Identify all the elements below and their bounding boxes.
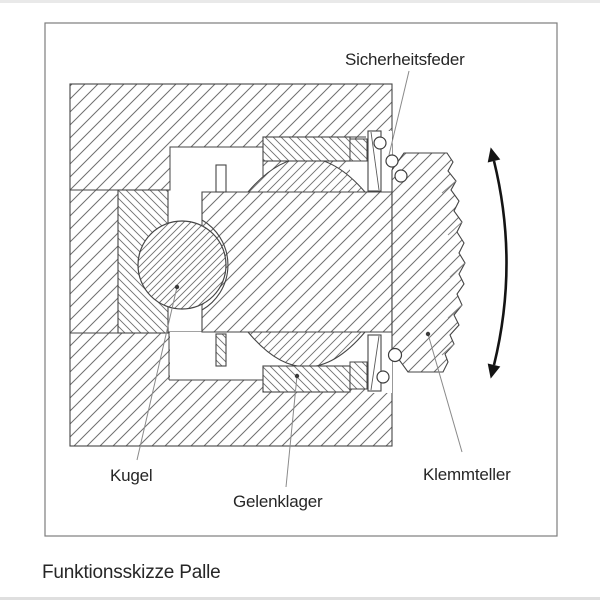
label-sicherheitsfeder: Sicherheitsfeder <box>345 50 465 69</box>
shaft-section <box>201 191 393 333</box>
lower-lock-pin <box>215 333 227 367</box>
arrowhead-up-icon <box>487 147 501 163</box>
lower-bearing-outer-ring <box>262 365 351 393</box>
label-kugel: Kugel <box>110 466 152 485</box>
rotation-arrow-icon <box>487 147 508 379</box>
arrowhead-down-icon <box>487 363 501 379</box>
leader-lines <box>136 70 463 488</box>
leader-spring <box>388 70 410 156</box>
label-klemmteller: Klemmteller <box>423 465 511 484</box>
upper-lock-pin <box>215 164 227 193</box>
upper-bearing-spacer <box>349 138 368 162</box>
ball <box>137 220 227 310</box>
figure-caption: Funktionsskizze Palle <box>42 562 221 583</box>
lower-bearing-spacer <box>349 361 368 390</box>
label-gelenklager: Gelenklager <box>233 492 323 511</box>
leader-clamp-plate <box>427 333 463 453</box>
page-edge-top <box>0 0 600 3</box>
spring-coil-icon <box>373 136 408 384</box>
leader-dots <box>174 284 431 379</box>
serration-step-lines <box>441 180 466 356</box>
upper-bearing-outer-ring <box>262 136 351 162</box>
leader-ball <box>136 286 178 461</box>
leader-bearing <box>285 375 298 488</box>
page-edge-bottom <box>0 597 600 600</box>
lower-pawl-strip <box>367 334 382 392</box>
